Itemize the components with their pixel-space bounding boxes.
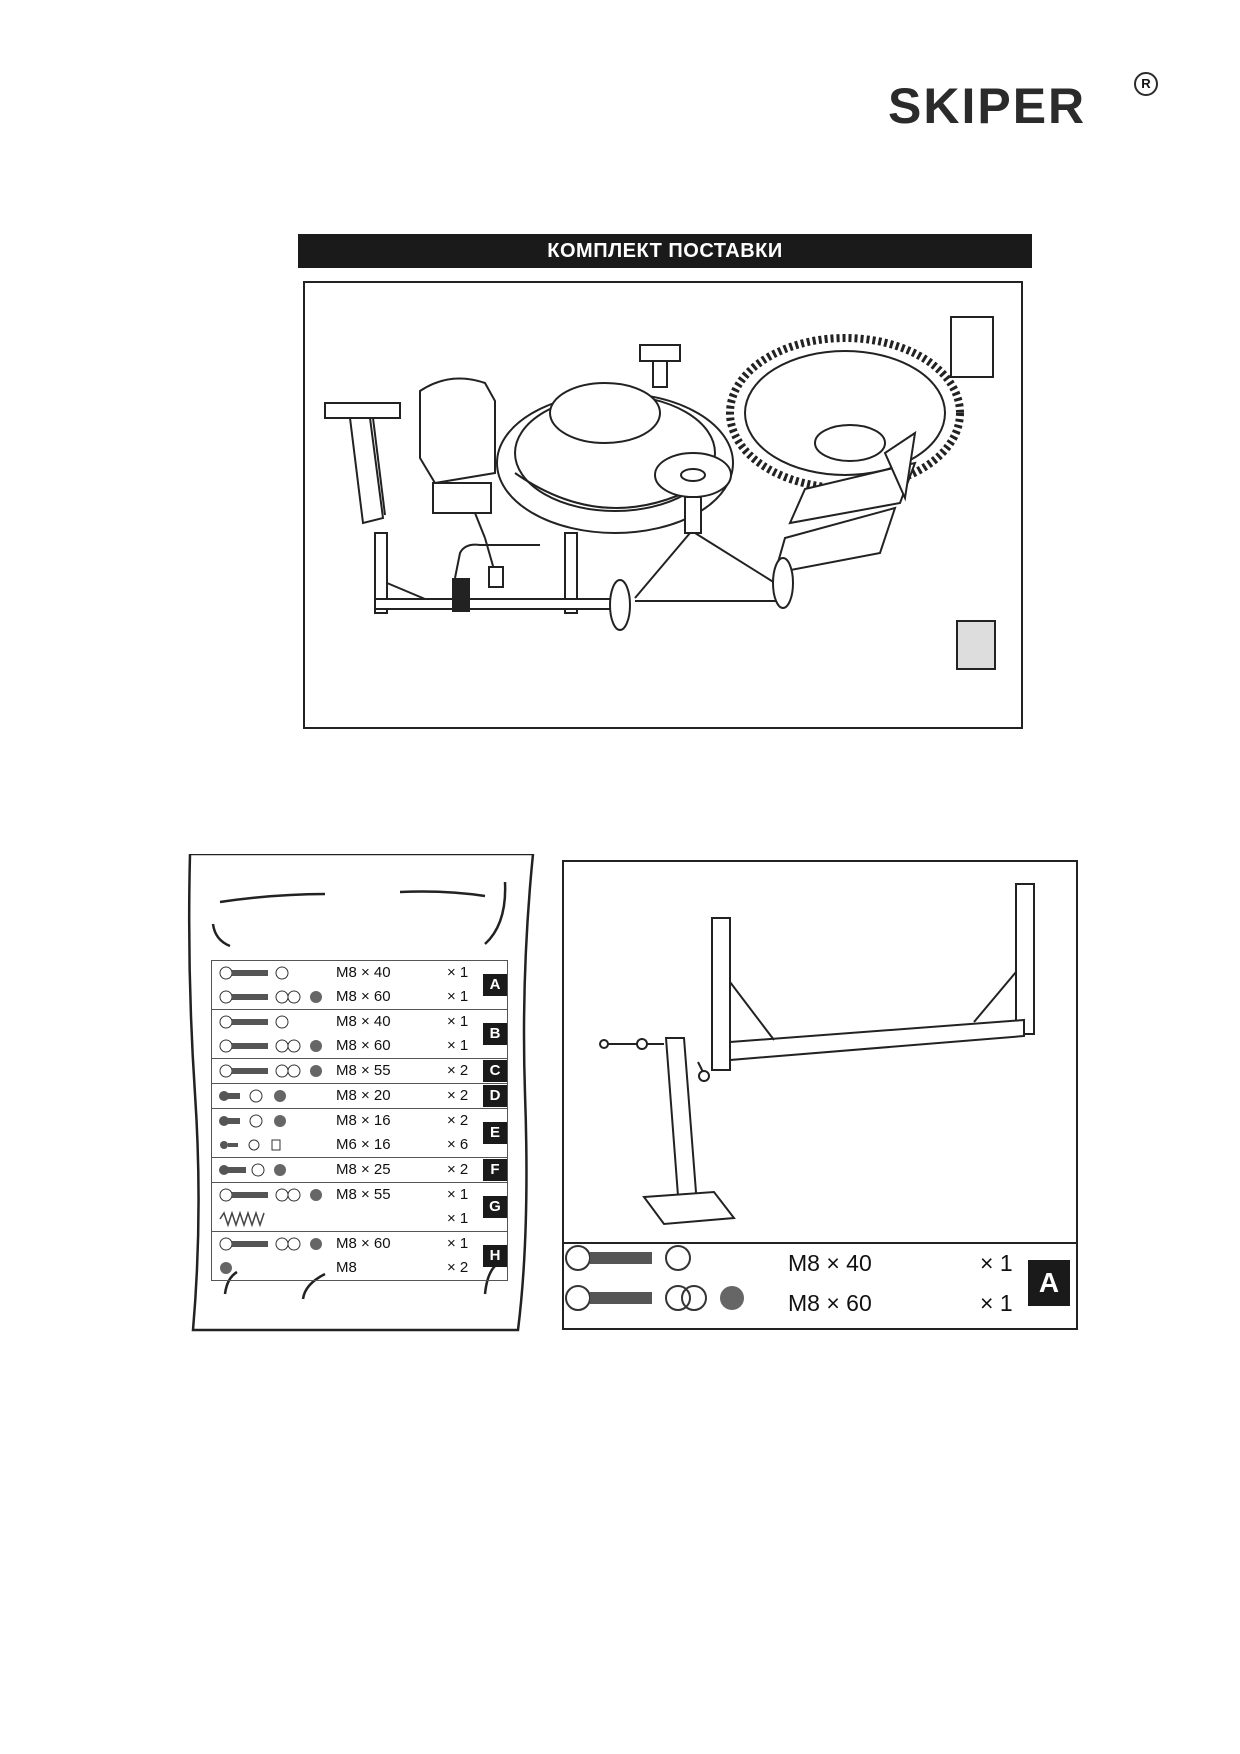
hardware-spec: M8 × 60 — [336, 988, 391, 1005]
bolt-icon — [219, 1039, 322, 1053]
bolt-icon — [219, 1089, 286, 1103]
hardware-spec: M8 × 25 — [336, 1161, 391, 1178]
hardware-qty: × 2 — [447, 1259, 469, 1276]
hardware-row: M8 × 60 × 1 — [212, 1232, 507, 1256]
hardware-qty: × 2 — [447, 1087, 469, 1104]
bolt-icon — [565, 1285, 744, 1311]
step-hardware-kit: M8 × 40 × 1 M8 × 60 × 1 A — [564, 1242, 1076, 1328]
hardware-bag-drawing — [956, 620, 996, 670]
hardware-row: M8 × 40 × 1 — [212, 1010, 507, 1034]
group-letter: D — [483, 1085, 507, 1107]
hardware-spec: M8 × 16 — [336, 1112, 391, 1129]
hardware-row: M8 × 16 × 2 — [212, 1109, 507, 1133]
hardware-qty: × 2 — [447, 1161, 469, 1178]
hardware-spec: M8 × 40 — [336, 1013, 391, 1030]
tilt-wheel-drawing — [654, 452, 732, 534]
hardware-qty: × 1 — [447, 1013, 469, 1030]
hardware-qty: × 1 — [447, 1210, 469, 1227]
hardware-qty: × 1 — [447, 1235, 469, 1252]
hardware-spec: M8 × 20 — [336, 1087, 391, 1104]
bolt-icon — [219, 1188, 322, 1202]
group-letter: E — [483, 1122, 507, 1144]
section-title: КОМПЛЕКТ ПОСТАВКИ — [298, 234, 1032, 268]
hardware-row: M8 × 20 × 2 — [212, 1084, 507, 1108]
bolt-icon — [219, 966, 289, 980]
hardware-spec: M8 × 60 — [336, 1037, 391, 1054]
hardware-spec: M6 × 16 — [336, 1136, 391, 1153]
group-letter: A — [483, 974, 507, 996]
support-leg-drawing — [324, 402, 401, 525]
hardware-row: M8 × 55 × 2 — [212, 1059, 507, 1083]
bolt-icon — [219, 1163, 286, 1177]
hardware-group-a: M8 × 40 × 1 M8 × 60 × 1 A — [211, 960, 508, 1009]
frame-assembly-drawing — [599, 883, 1035, 1226]
hardware-qty: × 2 — [447, 1112, 469, 1129]
kit-qty: × 1 — [980, 1290, 1013, 1316]
brand-name: SKIPER — [888, 78, 1087, 134]
hardware-group-e: M8 × 16 × 2 M6 × 16 × 6 E — [211, 1108, 508, 1157]
handle-drawing — [452, 543, 540, 612]
kit-spec: M8 × 40 — [788, 1250, 872, 1276]
hardware-qty: × 1 — [447, 988, 469, 1005]
hardware-row: × 1 — [212, 1207, 507, 1231]
hardware-row: M8 × 60 × 1 — [212, 1034, 507, 1058]
hardware-qty: × 6 — [447, 1136, 469, 1153]
nut-icon — [220, 1262, 232, 1274]
brand-logo: SKIPER R — [888, 72, 1158, 134]
hardware-table: M8 × 40 × 1 M8 × 60 × 1 A M8 × 40 × 1 M8… — [211, 960, 508, 1281]
group-letter: B — [483, 1023, 507, 1045]
kit-row: M8 × 60 × 1 — [564, 1284, 1076, 1324]
group-letter: F — [483, 1159, 507, 1181]
bolt-icon — [219, 1237, 322, 1251]
hardware-row: M8 × 25 × 2 — [212, 1158, 507, 1182]
assembly-step-panel: M8 × 40 × 1 M8 × 60 × 1 A — [562, 860, 1078, 1330]
hardware-row: M8 × 2 — [212, 1256, 507, 1280]
hardware-spec: M8 × 55 — [336, 1186, 391, 1203]
mixing-blades-drawing — [773, 430, 917, 575]
hardware-row: M8 × 60 × 1 — [212, 985, 507, 1009]
hardware-spec: M8 × 55 — [336, 1062, 391, 1079]
hardware-row: M6 × 16 × 6 — [212, 1133, 507, 1157]
bolt-icon — [219, 1015, 289, 1029]
kit-letter: A — [1028, 1260, 1070, 1306]
kit-row: M8 × 40 × 1 — [564, 1244, 1076, 1284]
hardware-qty: × 1 — [447, 1186, 469, 1203]
hardware-group-f: M8 × 25 × 2 F — [211, 1157, 508, 1182]
hardware-group-d: M8 × 20 × 2 D — [211, 1083, 508, 1108]
kit-qty: × 1 — [980, 1250, 1013, 1276]
wheeled-base-drawing — [609, 532, 794, 631]
hardware-bag: M8 × 40 × 1 M8 × 60 × 1 A M8 × 40 × 1 M8… — [185, 854, 535, 1332]
hardware-group-h: M8 × 60 × 1 M8 × 2 H — [211, 1231, 508, 1281]
hardware-group-g: M8 × 55 × 1 × 1 G — [211, 1182, 508, 1231]
group-letter: H — [483, 1245, 507, 1267]
hardware-spec: M8 — [336, 1259, 357, 1276]
hardware-spec: M8 × 40 — [336, 964, 391, 981]
bolt-icon — [219, 990, 322, 1004]
hardware-group-c: M8 × 55 × 2 C — [211, 1058, 508, 1083]
group-letter: C — [483, 1060, 507, 1082]
group-letter: G — [483, 1196, 507, 1218]
hardware-group-b: M8 × 40 × 1 M8 × 60 × 1 B — [211, 1009, 508, 1058]
contents-illustration — [303, 281, 1023, 729]
motor-housing-drawing — [419, 377, 504, 588]
hardware-row: M8 × 55 × 1 — [212, 1183, 507, 1207]
bolt-icon — [220, 1139, 281, 1151]
kit-spec: M8 × 60 — [788, 1290, 872, 1316]
hardware-spec: M8 × 60 — [336, 1235, 391, 1252]
bolt-icon — [219, 1064, 322, 1078]
manual-drawing — [950, 316, 994, 378]
bolt-icon — [565, 1245, 691, 1271]
hardware-qty: × 2 — [447, 1062, 469, 1079]
spring-icon — [219, 1211, 265, 1227]
rear-frame-drawing — [374, 532, 626, 614]
bolt-icon — [219, 1114, 286, 1128]
hardware-qty: × 1 — [447, 964, 469, 981]
registered-mark: R — [1134, 72, 1158, 96]
hardware-row: M8 × 40 × 1 — [212, 961, 507, 985]
hardware-qty: × 1 — [447, 1037, 469, 1054]
